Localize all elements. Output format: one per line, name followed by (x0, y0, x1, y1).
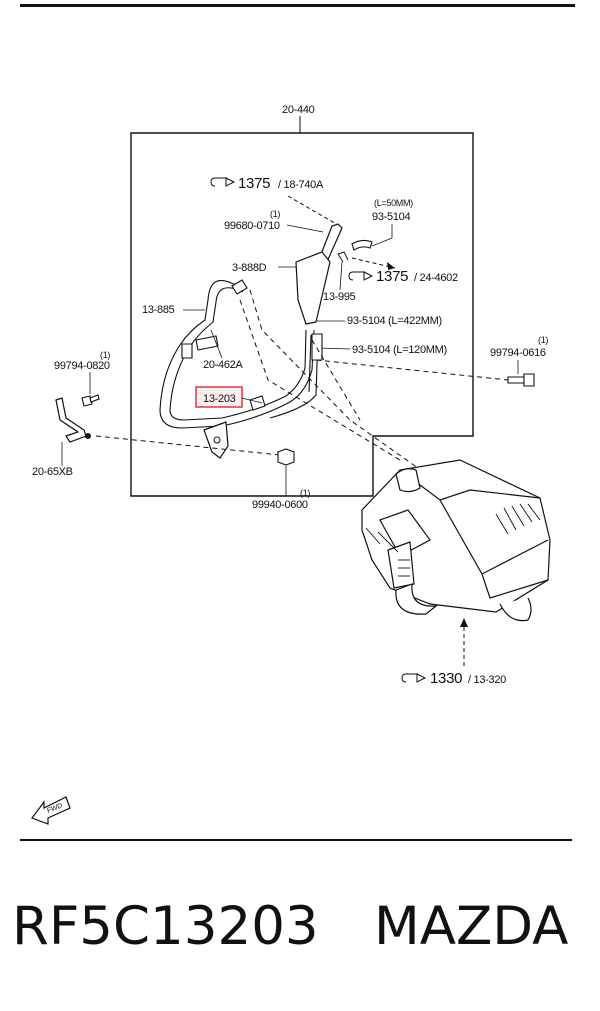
label-l-50mm: (L=50MM) (374, 198, 413, 208)
label-24-4602: / 24-4602 (414, 272, 458, 284)
bracket-20-65xb (55, 397, 87, 443)
assembly-frame (130, 132, 474, 497)
label-1375-a: 1375 (238, 175, 270, 192)
fwd-arrow-icon: FWD (31, 796, 71, 825)
label-13-885: 13-885 (142, 304, 175, 316)
air-cleaner-assembly (361, 459, 551, 622)
label-18-740a: / 18-740A (278, 179, 324, 191)
label-93-5104-top: 93-5104 (372, 211, 410, 223)
label-20-440: 20-440 (282, 104, 315, 116)
air-cleaner-ribs (365, 503, 541, 577)
top-rule (20, 4, 575, 7)
label-99794-0820: 99794-0820 (54, 360, 110, 372)
label-qty-99680: (1) (270, 209, 280, 219)
parts-diagram: 20-440 1375 / 18-740A (1) 99680-0710 3-8… (31, 104, 551, 825)
label-93-5104-422: 93-5104 (L=422MM) (347, 315, 442, 327)
nut-99940-0600 (277, 448, 295, 466)
label-13-203: 13-203 (203, 393, 236, 405)
bolt-99794-0820 (81, 394, 100, 407)
ref-pointer-icon (401, 673, 427, 683)
label-qty-99794-0616: (1) (538, 335, 548, 345)
connector-3-888d (295, 251, 331, 325)
part-number: RF5C13203 (12, 896, 319, 957)
brand-name: MAZDA (374, 896, 569, 957)
hose-50mm (351, 239, 373, 251)
install-guide-lines (95, 289, 509, 479)
label-20-462a: 20-462A (203, 359, 243, 371)
bolt-99794-0616 (507, 373, 535, 387)
label-13-320: / 13-320 (468, 674, 506, 686)
highlight-box-13-203 (195, 386, 243, 408)
bottom-rule (20, 839, 572, 841)
ref-pointer-icon (348, 271, 374, 281)
ref-pointer-icon (210, 177, 236, 187)
label-93-5104-120: 93-5104 (L=120MM) (352, 344, 447, 356)
label-99680-0710: 99680-0710 (224, 220, 280, 232)
label-3-888d: 3-888D (232, 262, 267, 274)
label-20-65xb: 20-65XB (32, 466, 73, 478)
label-1330: 1330 (430, 670, 462, 687)
label-qty-99794-0820: (1) (100, 350, 110, 360)
label-qty-99940: (1) (300, 488, 310, 498)
label-99794-0616: 99794-0616 (490, 347, 546, 359)
vacuum-hose-bundle (159, 279, 323, 429)
label-99940-0600: 99940-0600 (252, 499, 308, 511)
label-13-995: 13-995 (323, 291, 356, 303)
label-1375-b: 1375 (376, 268, 408, 285)
